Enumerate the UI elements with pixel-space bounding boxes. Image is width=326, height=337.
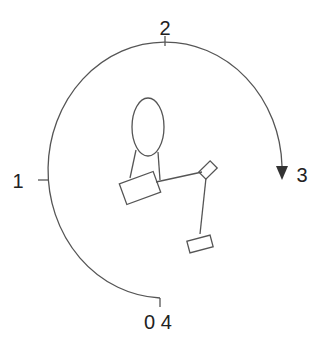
- arrow-head: [276, 166, 288, 180]
- callout-number: 1: [12, 171, 23, 191]
- figure-line: [156, 172, 202, 182]
- figure-line: [130, 150, 136, 178]
- tick-mark: [38, 179, 49, 180]
- figure-head: [132, 98, 164, 156]
- callout-number: 0 4: [144, 312, 172, 332]
- tick-mark: [159, 298, 160, 307]
- rotation-arc: [48, 42, 282, 298]
- figure-block: [119, 172, 160, 205]
- figure-line: [200, 178, 206, 234]
- figure-block: [199, 161, 217, 179]
- figure-block: [187, 235, 213, 253]
- callout-number: 2: [159, 18, 170, 38]
- callout-number: 3: [296, 165, 307, 185]
- figure-line: [158, 152, 160, 180]
